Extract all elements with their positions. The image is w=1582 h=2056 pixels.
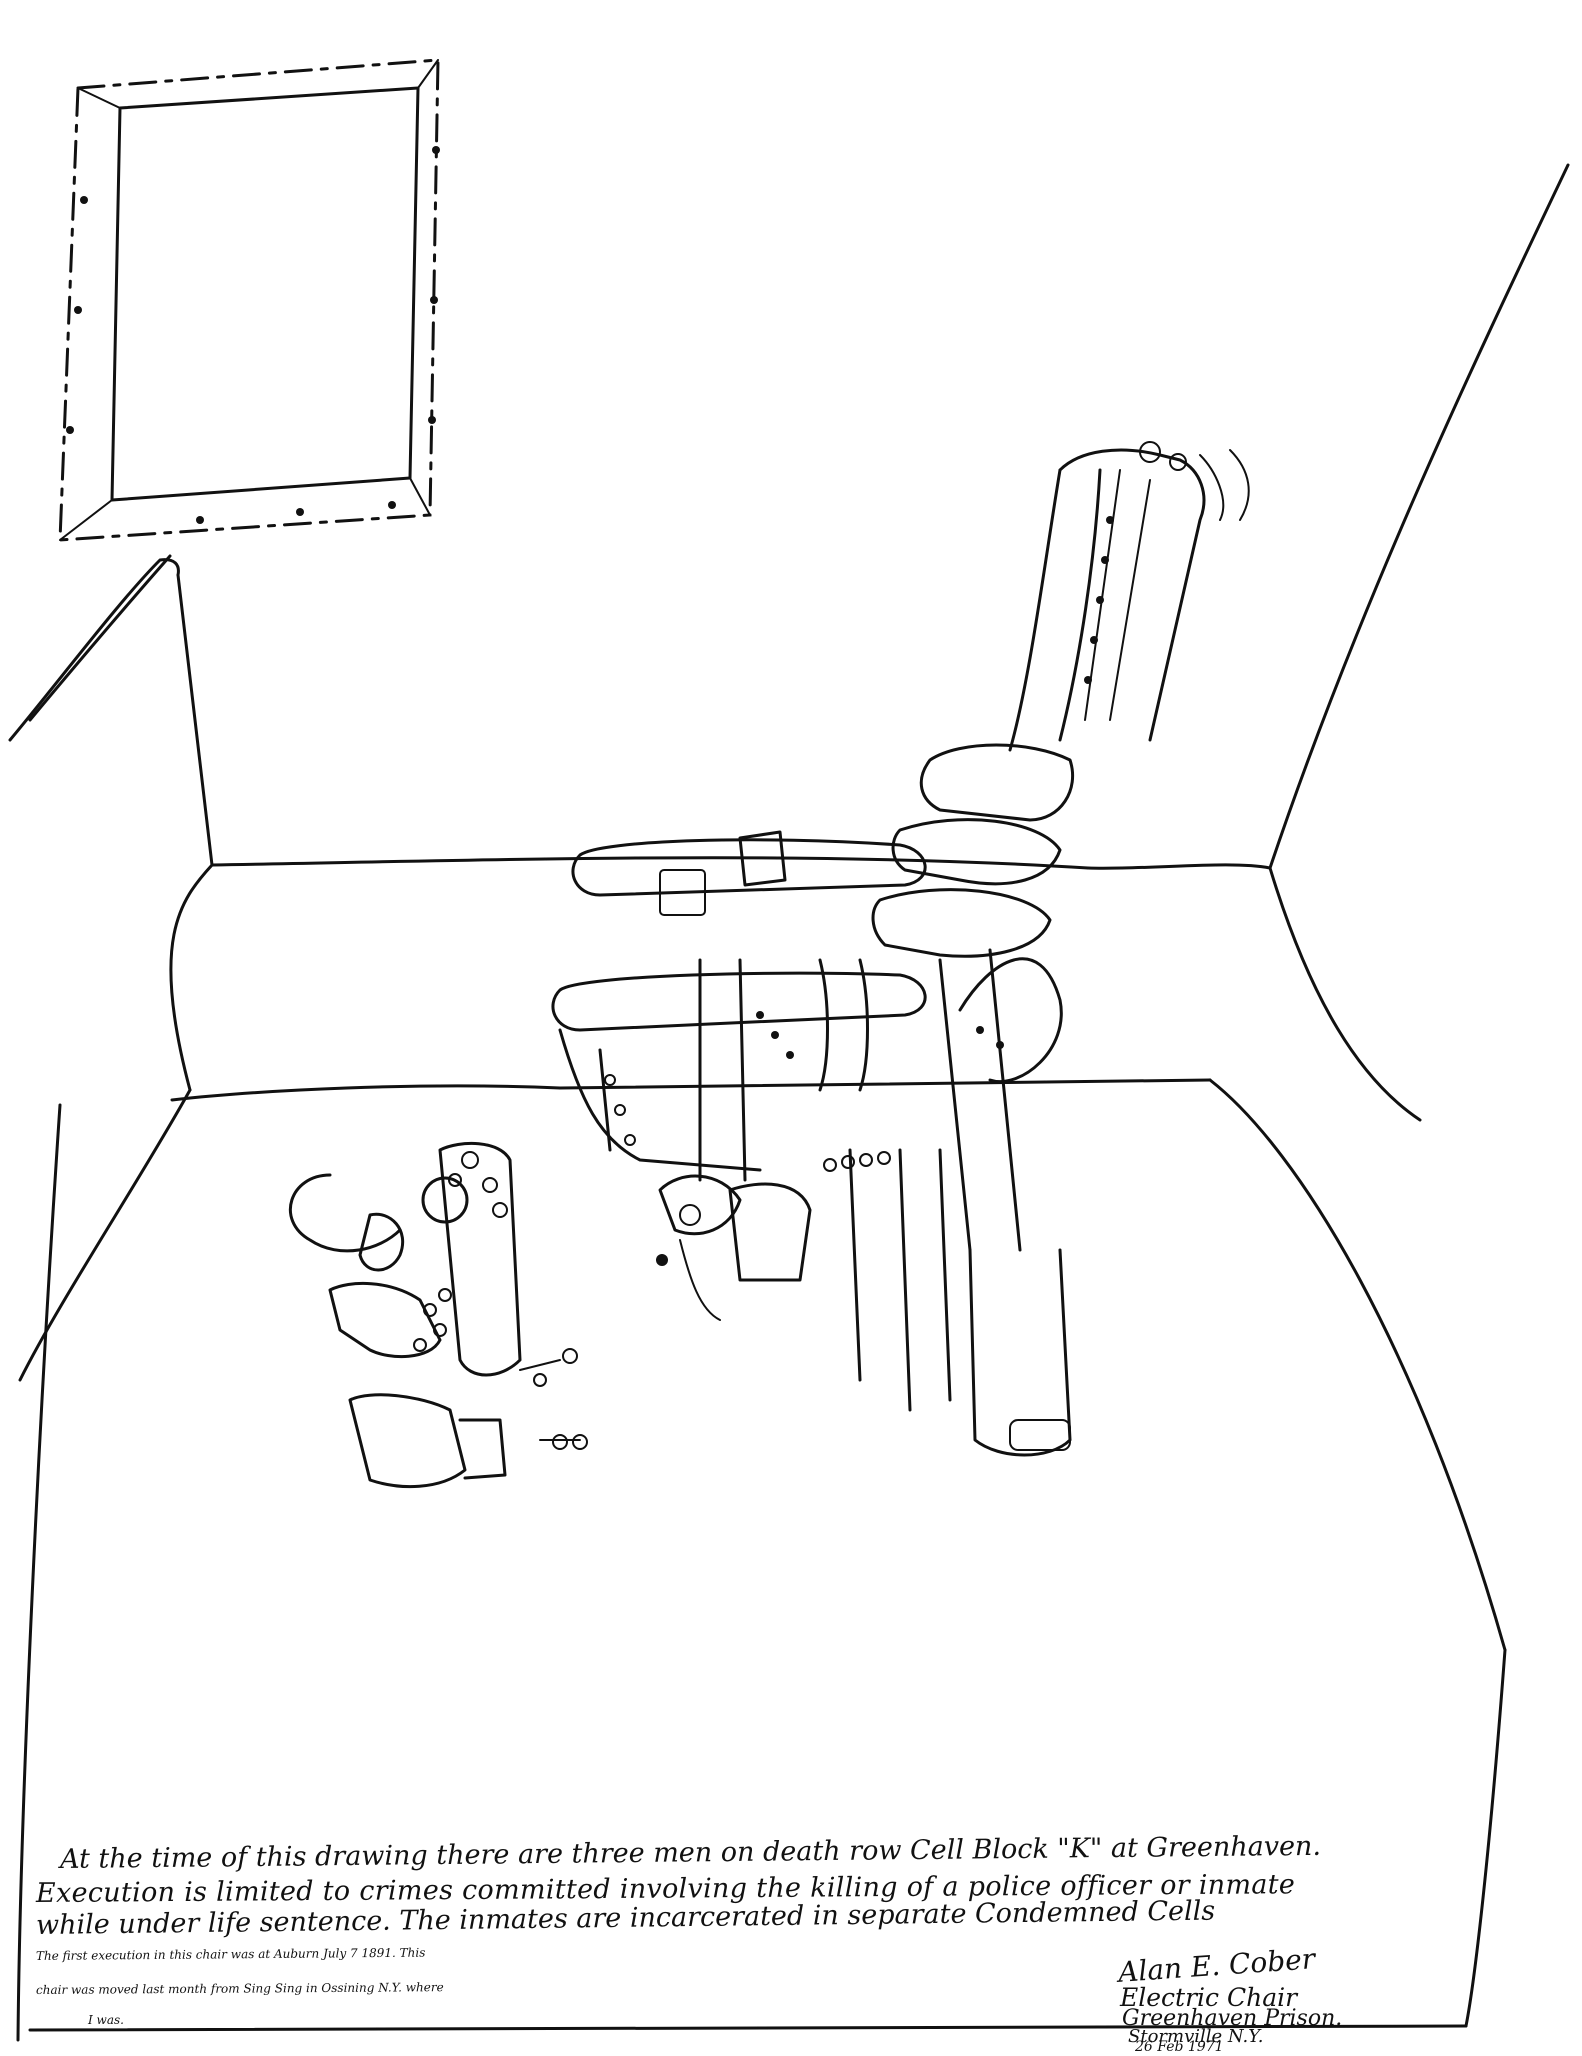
town-name: Stormville N.Y. (1128, 2026, 1264, 2047)
cell-window (58, 58, 440, 542)
prison-name: Greenhaven Prison. (1122, 2006, 1343, 2031)
drawing-date: 26 Feb 1971 (1135, 2039, 1224, 2055)
caption-line-6: I was. (88, 2013, 124, 2027)
room-walls (8, 163, 1570, 2042)
electric-chair (288, 441, 1250, 1488)
subject-title: Electric Chair (1120, 1983, 1298, 2012)
